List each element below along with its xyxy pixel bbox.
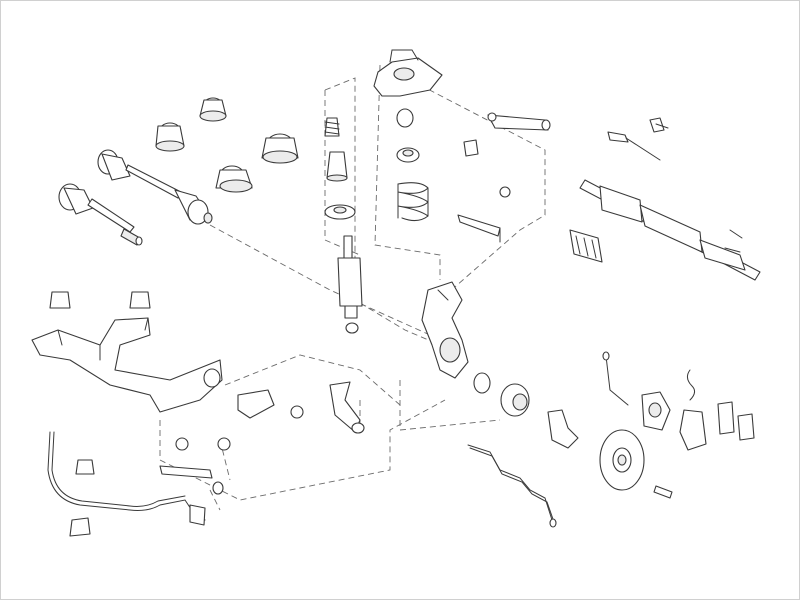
coil-spring — [397, 182, 429, 222]
cv-boot-1 — [199, 97, 227, 122]
subframe-mounts — [49, 291, 151, 309]
dust-boot — [326, 151, 348, 182]
caliper-carrier — [679, 409, 707, 451]
strut-assembly — [324, 117, 363, 334]
cv-boot-4 — [215, 165, 253, 193]
stabilizer-link — [159, 437, 231, 495]
abs-sensor-cable — [467, 444, 557, 528]
cv-boot-set — [155, 97, 299, 193]
rack-boots — [569, 229, 603, 263]
brake-backing-plate — [547, 409, 579, 449]
spring-bearing — [396, 108, 420, 163]
subframe — [31, 317, 223, 413]
shock-absorber — [337, 235, 363, 334]
upper-control-arm-a — [463, 112, 551, 157]
wheel-bolt — [653, 485, 673, 499]
pad-spring — [686, 369, 696, 401]
drive-shaft-left — [58, 183, 143, 246]
caliper — [641, 391, 671, 431]
brake-line — [602, 351, 629, 406]
drive-shaft-right — [97, 149, 213, 225]
stabilizer-bar — [47, 431, 206, 537]
cv-boot-3 — [261, 133, 299, 164]
lower-control-arm — [329, 381, 365, 434]
upper-control-arm-b — [457, 186, 511, 243]
wheel-bearing — [473, 372, 530, 417]
steering-knuckle — [421, 281, 469, 379]
upper-spring-mount — [373, 49, 443, 97]
steering-rack — [579, 179, 761, 281]
cv-boot-2 — [155, 122, 185, 152]
strut-mount — [324, 204, 356, 220]
tie-rod-ends — [607, 117, 669, 161]
lower-bracket — [237, 389, 304, 419]
bump-stop-spring — [324, 117, 340, 137]
brake-pads — [717, 401, 755, 441]
brake-disc — [599, 429, 645, 491]
